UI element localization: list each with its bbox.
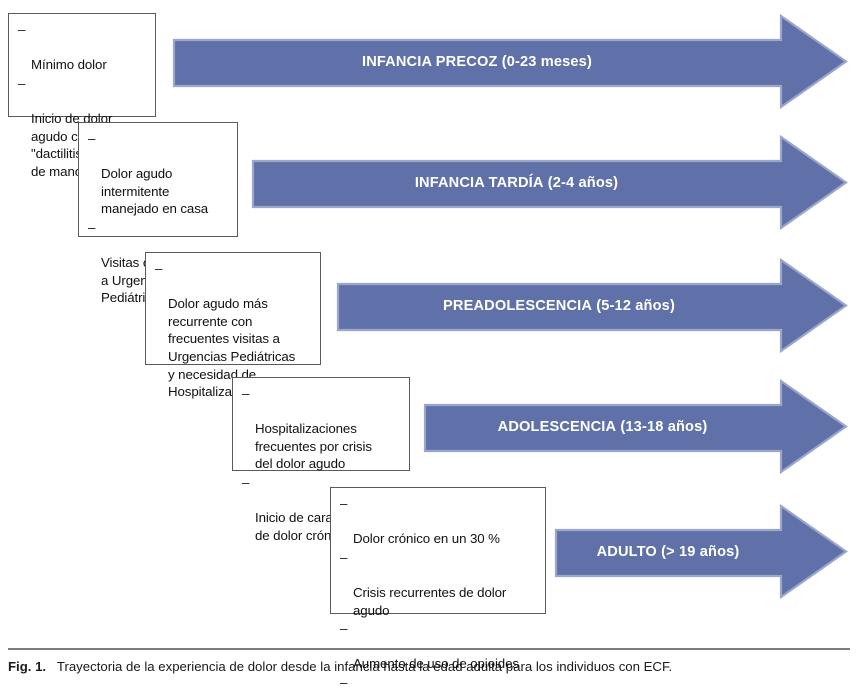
stage-layer: – Mínimo dolor – Inicio de dolor agudo c…	[8, 13, 848, 690]
bullet-dash: –	[340, 674, 348, 690]
note-text: Mínimo dolor	[31, 57, 107, 73]
note-box-adulto: – Dolor crónico en un 30 % – Crisis recu…	[330, 487, 546, 690]
arrow-adulto[interactable]: ADULTO (> 19 años)	[554, 503, 848, 600]
bullet-dash: –	[340, 621, 348, 637]
bullet-dash: –	[242, 386, 250, 401]
figure-caption-text: Trayectoria de la experiencia de dolor d…	[56, 659, 673, 674]
arrow-adolescencia[interactable]: ADOLESCENCIA (13-18 años)	[423, 378, 848, 475]
note-item: – Úlceras piel, necrosis avascular, infa…	[340, 674, 536, 692]
note-item: – Aumento de uso de opioides	[340, 620, 536, 673]
note-list: – Hospitalizaciones frecuentes por crisi…	[242, 385, 400, 544]
bullet-dash: –	[18, 22, 26, 37]
note-item: – Dolor crónico en un 30 %	[340, 495, 536, 548]
arrow-preadolescencia[interactable]: PREADOLESCENCIA (5-12 años)	[336, 257, 848, 354]
bullet-dash: –	[340, 496, 348, 511]
bullet-dash: –	[88, 219, 96, 235]
arrow-infancia-precoz[interactable]: INFANCIA PRECOZ (0-23 meses)	[172, 13, 848, 110]
note-text: Dolor crónico en un 30 %	[353, 531, 500, 547]
note-text: Dolor agudo más recurrente con frecuente…	[168, 296, 296, 400]
caption-divider	[8, 648, 850, 650]
bullet-dash: –	[242, 474, 250, 490]
bullet-dash: –	[340, 549, 348, 565]
note-list: – Dolor crónico en un 30 % – Crisis recu…	[340, 495, 536, 692]
note-item: – Crisis recurrentes de dolor agudo	[340, 549, 536, 619]
note-box-infancia-precoz: – Mínimo dolor – Inicio de dolor agudo c…	[8, 13, 156, 179]
figure-number: Fig. 1.	[8, 659, 47, 674]
bullet-dash: –	[155, 261, 163, 276]
note-box-adolescencia: – Hospitalizaciones frecuentes por crisi…	[232, 377, 410, 543]
note-box-preadolescencia: – Dolor agudo más recurrente con frecuen…	[145, 252, 321, 399]
note-text: Dolor agudo intermitente manejado en cas…	[101, 166, 209, 217]
note-text: Aumento de uso de opioides	[353, 656, 519, 672]
note-text: Hospitalizaciones frecuentes por crisis …	[255, 421, 372, 472]
bullet-dash: –	[88, 131, 96, 146]
note-item: – Dolor agudo intermitente manejado en c…	[88, 130, 228, 218]
note-item: – Mínimo dolor	[18, 21, 146, 74]
note-box-infancia-tardia: – Dolor agudo intermitente manejado en c…	[78, 122, 238, 305]
note-item: – Hospitalizaciones frecuentes por crisi…	[242, 385, 400, 473]
note-text: Crisis recurrentes de dolor agudo	[353, 584, 507, 618]
figure-caption: Fig. 1. Trayectoria de la experiencia de…	[8, 658, 850, 676]
note-item: – Dolor agudo más recurrente con frecuen…	[155, 260, 311, 401]
bullet-dash: –	[18, 75, 26, 91]
note-list: – Dolor agudo más recurrente con frecuen…	[155, 260, 311, 401]
arrow-infancia-tardia[interactable]: INFANCIA TARDÍA (2-4 años)	[251, 134, 848, 231]
